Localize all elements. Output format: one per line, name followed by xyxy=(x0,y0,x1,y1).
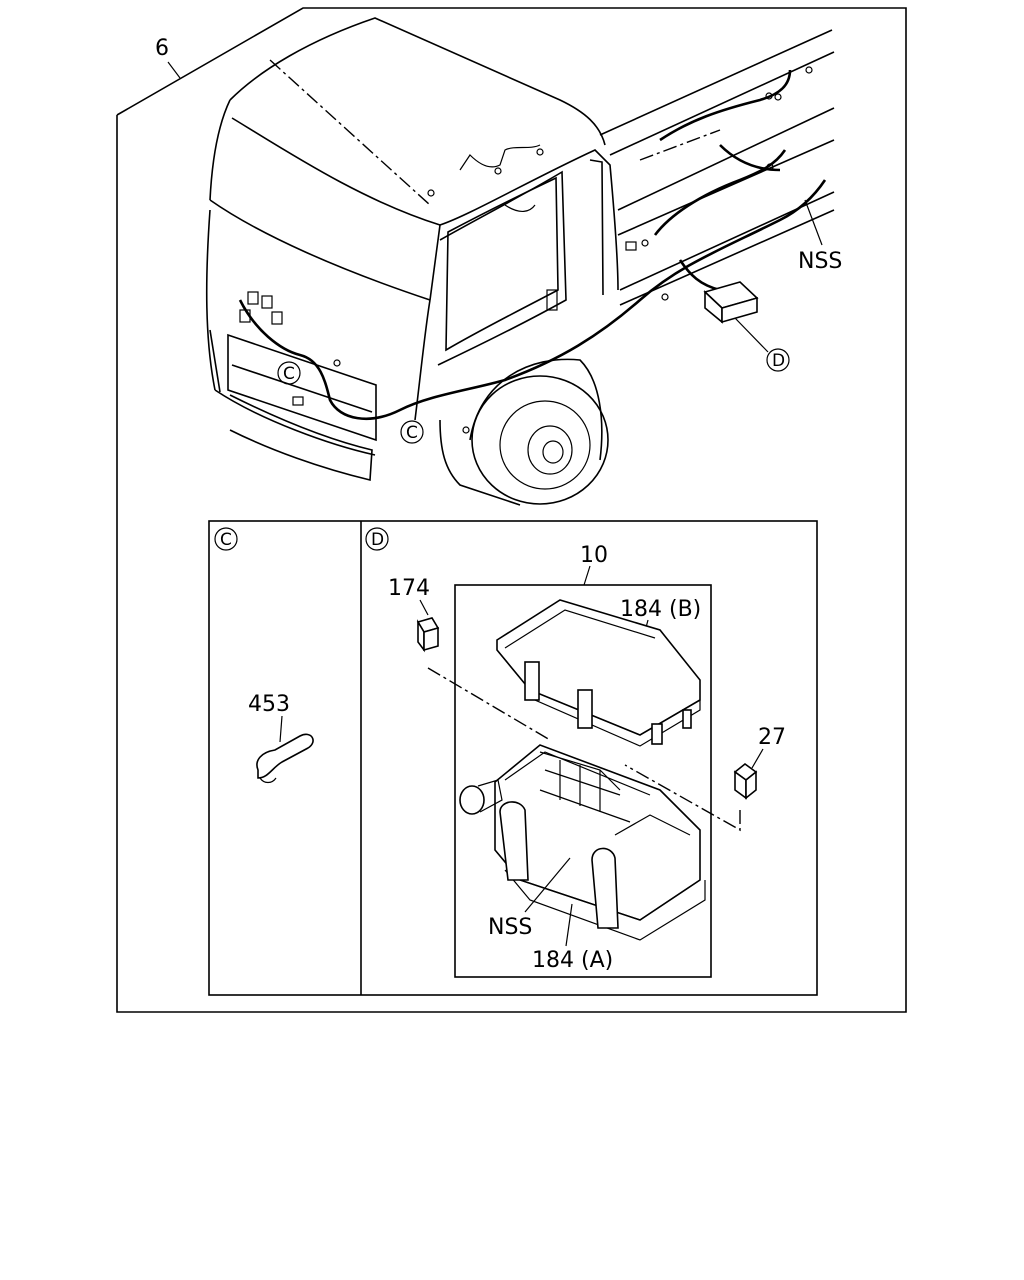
label-fuse-box-assy: 10 xyxy=(580,543,608,568)
detail-d-tag: D xyxy=(371,530,384,550)
truck-illustration xyxy=(205,17,835,506)
detail-frames xyxy=(208,520,818,996)
detail-c-tag: C xyxy=(220,530,232,550)
label-assembly: 6 xyxy=(155,36,169,61)
callout-c-top: C xyxy=(277,361,301,385)
label-nss-main: NSS xyxy=(798,249,842,274)
outer-frame xyxy=(116,7,907,1013)
callout-nss-main: NSS xyxy=(798,199,842,274)
callout-c-right: C xyxy=(400,420,424,444)
detail-c: C 453 xyxy=(214,527,314,784)
detail-d: D 10 174 184 (B) xyxy=(365,527,786,973)
callout-d: D xyxy=(766,348,790,372)
label-relay: 174 xyxy=(388,576,430,601)
label-cover: 184 (B) xyxy=(620,597,701,622)
label-nss-detail: NSS xyxy=(488,915,532,940)
label-fuse: 27 xyxy=(758,725,786,750)
label-clip: 453 xyxy=(248,692,290,717)
label-base: 184 (A) xyxy=(532,948,613,973)
callout-c-top-letter: C xyxy=(283,364,295,384)
callout-d-letter: D xyxy=(772,351,785,371)
callout-c-right-letter: C xyxy=(406,423,418,443)
